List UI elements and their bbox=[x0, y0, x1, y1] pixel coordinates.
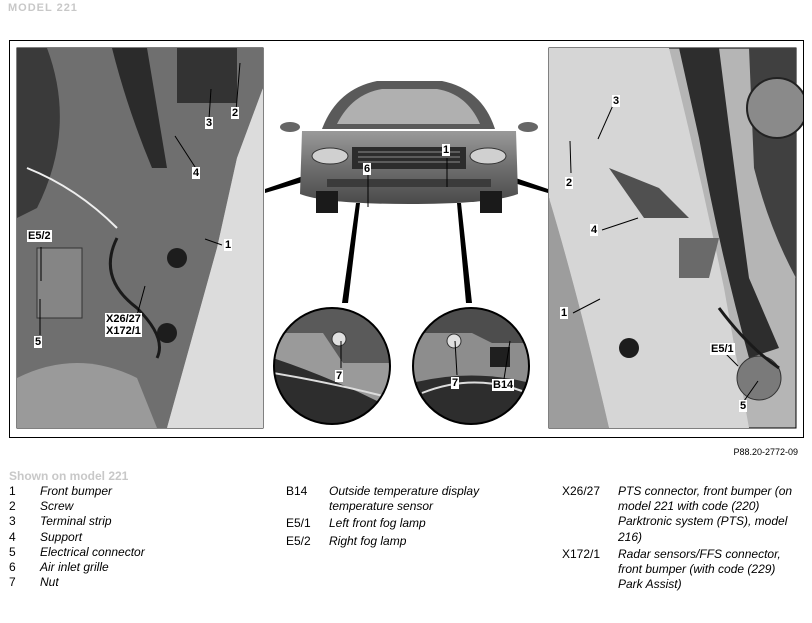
callout-leaders bbox=[39, 62, 759, 402]
callout-labels: 2 3 4 1 E5/2 5 X26/27 X172/1 1 6 7 7 B14… bbox=[10, 41, 803, 437]
callout-left-x172-1: X172/1 bbox=[105, 325, 142, 337]
legend-row: 6 Air inlet grille bbox=[9, 560, 269, 575]
callout-left-5: 5 bbox=[34, 336, 43, 348]
legend-row: 4 Support bbox=[9, 530, 269, 545]
callout-detail-right-b14: B14 bbox=[492, 379, 515, 391]
faded-header-text: MODEL 221 bbox=[8, 2, 78, 14]
legend-row: 2 Screw bbox=[9, 499, 269, 514]
legend-text: Electrical connector bbox=[40, 544, 145, 559]
legend-text: Left front fog lamp bbox=[329, 516, 426, 531]
legend-row: 5 Electrical connector bbox=[9, 545, 269, 560]
callout-left-1: 1 bbox=[224, 239, 233, 251]
car-front-view bbox=[280, 81, 538, 213]
legend-key: X172/1 bbox=[562, 546, 601, 561]
figure-reference: P88.20-2772-09 bbox=[733, 447, 798, 457]
legend-row: 1 Front bumper bbox=[9, 484, 269, 499]
legend-key: 5 bbox=[9, 544, 16, 559]
detail-circle-left bbox=[273, 307, 391, 425]
legend-row: B14 Outside temperature display temperatu… bbox=[286, 484, 556, 514]
legend-row: 7 Nut bbox=[9, 575, 269, 590]
shown-on-caption: Shown on model 221 bbox=[9, 469, 129, 483]
legend-key: E5/1 bbox=[286, 516, 311, 531]
left-detail-photo bbox=[16, 47, 264, 429]
callout-left-3: 3 bbox=[205, 117, 214, 129]
legend-text: Nut bbox=[40, 575, 59, 590]
legend-column-2: B14 Outside temperature display temperatu… bbox=[286, 484, 556, 551]
legend-row: X172/1 Radar sensors/FFS connector, front… bbox=[562, 547, 802, 593]
legend-row: E5/2 Right fog lamp bbox=[286, 534, 556, 549]
legend-text: Right fog lamp bbox=[329, 533, 407, 548]
legend-key: B14 bbox=[286, 484, 308, 498]
legend-text: PTS connector, front bumper (on model 22… bbox=[618, 484, 793, 544]
legend-row: E5/1 Left front fog lamp bbox=[286, 516, 556, 531]
callout-right-3: 3 bbox=[612, 95, 621, 107]
legend-key: E5/2 bbox=[286, 533, 311, 548]
callout-left-4: 4 bbox=[192, 167, 201, 179]
legend-text: Terminal strip bbox=[40, 514, 112, 529]
figure-frame: 2 3 4 1 E5/2 5 X26/27 X172/1 1 6 7 7 B14… bbox=[9, 40, 804, 438]
legend-text: Front bumper bbox=[40, 484, 113, 498]
legend-key: 3 bbox=[9, 514, 16, 529]
legend-column-3: X26/27 PTS connector, front bumper (on mo… bbox=[562, 484, 802, 594]
callout-center-6: 6 bbox=[363, 163, 372, 175]
legend-key: 7 bbox=[9, 575, 16, 590]
legend-text: Support bbox=[40, 529, 83, 544]
legend-column-1: 1 Front bumper 2 Screw 3 Terminal strip 4 Su… bbox=[9, 484, 269, 590]
callout-left-2: 2 bbox=[231, 107, 240, 119]
legend-text: Air inlet grille bbox=[40, 560, 109, 575]
legend-key: 1 bbox=[9, 484, 16, 498]
callout-left-x26-27: X26/27 bbox=[105, 313, 142, 325]
legend-text: Outside temperature display temperature … bbox=[329, 484, 480, 514]
legend-key: 6 bbox=[9, 560, 16, 575]
legend-text: Screw bbox=[40, 499, 74, 514]
legend-key: X26/27 bbox=[562, 484, 601, 498]
callout-right-1: 1 bbox=[560, 307, 569, 319]
callout-center-1: 1 bbox=[442, 144, 451, 156]
callout-detail-right-7: 7 bbox=[451, 377, 460, 389]
callout-right-5: 5 bbox=[739, 400, 748, 412]
callout-left-e5-2: E5/2 bbox=[27, 230, 52, 242]
callout-right-2: 2 bbox=[565, 177, 574, 189]
leader-lines bbox=[265, 175, 548, 303]
legend-row: 3 Terminal strip bbox=[9, 514, 269, 529]
callout-right-e5-1: E5/1 bbox=[710, 343, 735, 355]
bumper-diagram bbox=[16, 47, 803, 429]
legend-text: Radar sensors/FFS connector, front bumpe… bbox=[618, 546, 781, 592]
right-detail-photo bbox=[548, 47, 803, 429]
legend-key: 2 bbox=[9, 499, 16, 514]
legend-key: 4 bbox=[9, 529, 16, 544]
callout-right-4: 4 bbox=[590, 224, 599, 236]
legend-row: X26/27 PTS connector, front bumper (on mo… bbox=[562, 484, 802, 545]
callout-detail-left-7: 7 bbox=[335, 370, 344, 382]
